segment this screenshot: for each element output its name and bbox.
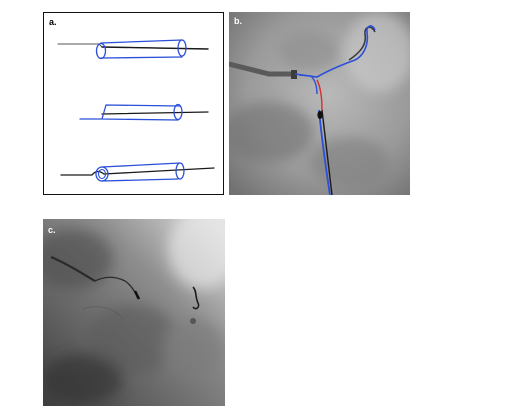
angiogram-b-image [229,12,410,195]
panel-b-angiogram-overlay: b. [229,12,410,195]
panel-a-schematic: a. [43,12,224,195]
panel-c-angiogram: c. [43,219,225,406]
schematic-step-2 [79,103,209,121]
schematic-drawing [57,39,215,182]
panel-b-label: b. [234,16,242,26]
schematic-step-1 [57,39,209,60]
angiogram-c-image [43,219,225,406]
panel-a-label: a. [49,17,57,27]
schematic-step-3 [60,162,215,182]
panel-c-label: c. [48,225,56,235]
